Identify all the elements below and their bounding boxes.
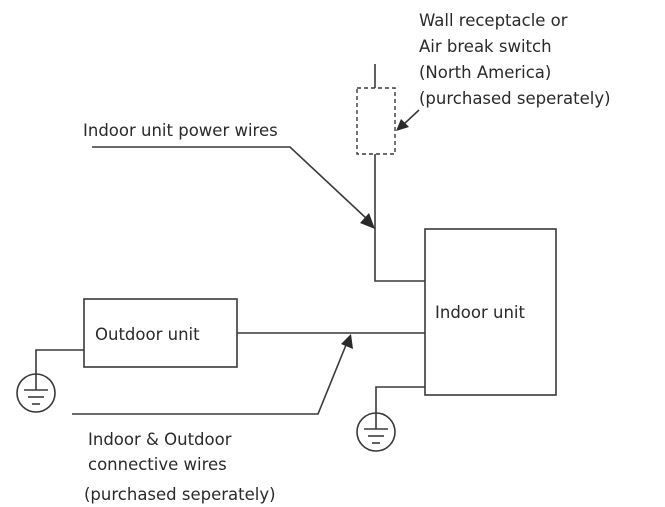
- switch-label-line-2: Air break switch: [419, 37, 552, 56]
- switch-label-line-3: (North America): [419, 63, 551, 82]
- switch-box: [356, 87, 396, 155]
- connective-label-line-2: connective wires: [88, 455, 227, 474]
- power-wire-line: [374, 154, 425, 282]
- power-wires-leader: [92, 146, 368, 220]
- power-wires-label: Indoor unit power wires: [83, 121, 278, 140]
- switch-label-line-4: (purchased seperately): [419, 89, 611, 108]
- outdoor-unit-label: Outdoor unit: [95, 325, 200, 344]
- outdoor-unit-box: [83, 298, 238, 368]
- indoor-unit-box: [424, 228, 557, 396]
- indoor-unit-label: Indoor unit: [435, 303, 526, 322]
- switch-leader-line: [403, 109, 420, 125]
- switch-leader-arrowhead: [396, 119, 409, 131]
- power-wires-arrowhead: [360, 213, 375, 229]
- connective-leader-arrowhead: [341, 334, 353, 349]
- ground-symbol-icon: [356, 386, 425, 452]
- connective-label-line-1: Indoor & Outdoor: [88, 430, 232, 449]
- connective-note: (purchased seperately): [84, 485, 276, 504]
- ground-symbol-icon: [16, 349, 84, 413]
- switch-label-line-1: Wall receptacle or: [419, 11, 568, 30]
- connective-leader: [72, 344, 347, 415]
